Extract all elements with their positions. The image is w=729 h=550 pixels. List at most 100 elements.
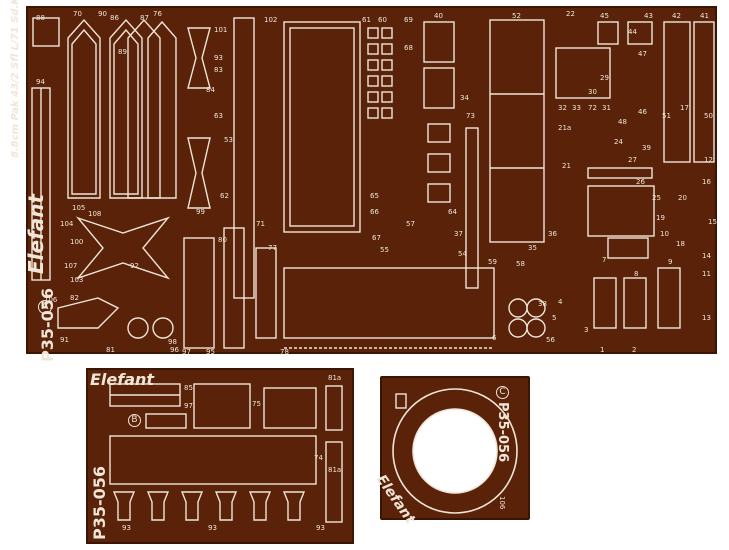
part-number: 45	[600, 12, 609, 20]
part-number: 74	[314, 454, 323, 462]
part-number: 107	[64, 262, 78, 270]
part-number: 44	[628, 28, 637, 36]
part-number: 69	[404, 16, 413, 24]
part-number: 85	[184, 384, 193, 392]
part-number: 82	[70, 294, 79, 302]
part-number: 35	[528, 244, 537, 252]
part-number: 78	[280, 348, 289, 356]
part-number: 61	[362, 16, 371, 24]
fret-sheet-c: C P35-056 Elefant 106	[373, 376, 530, 527]
part-number: 7	[602, 256, 607, 264]
part-number: 25	[652, 194, 661, 202]
part-number: 60	[378, 16, 387, 24]
sheet-a-title-line: 8.8cm Pak 43/2 Sfl L/71 Sd.Kfz.184	[10, 0, 21, 158]
part-number: 22	[566, 10, 575, 18]
part-number: 12	[704, 156, 713, 164]
fret-c-ring	[392, 388, 518, 514]
fret-sheet-a: 8.8cm Pak 43/2 Sfl L/71 Sd.Kfz.184 Elefa…	[10, 0, 717, 362]
part-number: 67	[372, 234, 381, 242]
part-number: 106	[498, 496, 506, 510]
part-number: 52	[512, 12, 521, 20]
part-number: 72	[588, 104, 597, 112]
part-number: 6	[492, 334, 497, 342]
part-number: 103	[70, 276, 84, 284]
part-number: 19	[656, 214, 665, 222]
part-number: 81a	[328, 374, 342, 382]
part-number: 54	[458, 250, 467, 258]
part-number: 59	[488, 258, 497, 266]
sheet-b-name: Elefant	[90, 370, 155, 389]
part-number: 32	[558, 104, 567, 112]
part-number: 38	[538, 300, 547, 308]
part-number: 24	[614, 138, 623, 146]
part-number: 93	[208, 524, 217, 532]
fret-a-parts	[31, 17, 715, 349]
part-number: 20	[678, 194, 687, 202]
part-number: 63	[214, 112, 223, 120]
part-number: 87	[140, 14, 149, 22]
part-number: 33	[572, 104, 581, 112]
part-number: 36	[548, 230, 557, 238]
part-number: 97	[184, 402, 193, 410]
part-number: 83	[214, 66, 223, 74]
part-number: 39	[642, 144, 651, 152]
part-number: 26	[636, 178, 645, 186]
part-number: 31	[602, 104, 611, 112]
part-number: 9	[668, 258, 673, 266]
part-number: 29	[600, 74, 609, 82]
part-number: 55	[380, 246, 389, 254]
part-number: 89	[118, 48, 127, 56]
part-number: 104	[60, 220, 74, 228]
part-number: 30	[588, 88, 597, 96]
part-number: 50	[704, 112, 713, 120]
sheet-a-name: Elefant	[24, 193, 48, 274]
part-number: 75	[252, 400, 261, 408]
part-number: 40	[434, 12, 443, 20]
part-number: 81	[106, 346, 115, 354]
part-number: 8	[634, 270, 639, 278]
part-number: 3	[584, 326, 589, 334]
part-number: 46	[638, 108, 647, 116]
part-number: 43	[644, 12, 653, 20]
part-number: 57	[406, 220, 415, 228]
part-number: 21	[562, 162, 571, 170]
part-number: 93	[214, 54, 223, 62]
fret-b-letter: B	[128, 414, 141, 427]
part-number: 70	[73, 10, 82, 18]
part-number: 64	[448, 208, 457, 216]
part-number: 56	[546, 336, 555, 344]
part-number: 102	[264, 16, 278, 24]
part-number: 2	[632, 346, 637, 354]
part-number: 37	[454, 230, 463, 238]
part-number: 47	[638, 50, 647, 58]
part-number: 41	[700, 12, 709, 20]
part-number: 66	[370, 208, 379, 216]
part-number: 16	[702, 178, 711, 186]
part-number: 98	[168, 338, 177, 346]
fret-a-letter: A	[38, 300, 52, 314]
part-number: 97	[182, 348, 191, 356]
part-number: 76	[153, 10, 162, 18]
part-number: 5	[552, 314, 557, 322]
part-number: 99	[196, 208, 205, 216]
part-number: 18	[676, 240, 685, 248]
part-number: 71	[256, 220, 265, 228]
part-number: 1	[600, 346, 605, 354]
part-number: 86	[110, 14, 119, 22]
part-number: 94	[36, 78, 45, 86]
part-number: 81a	[328, 466, 342, 474]
part-number: 58	[516, 260, 525, 268]
part-number: 27	[628, 156, 637, 164]
part-number: 65	[370, 192, 379, 200]
part-number: 101	[214, 26, 228, 34]
part-number: 14	[702, 252, 711, 260]
part-number: 93	[316, 524, 325, 532]
part-number: 77	[268, 244, 277, 252]
part-number: 48	[618, 118, 627, 126]
sheet-c-code: P35-056	[495, 402, 510, 463]
part-number: 17	[680, 104, 689, 112]
part-number: 108	[88, 210, 102, 218]
part-number: 106	[44, 296, 58, 304]
part-number: 91	[60, 336, 69, 344]
part-number: 90	[98, 10, 107, 18]
